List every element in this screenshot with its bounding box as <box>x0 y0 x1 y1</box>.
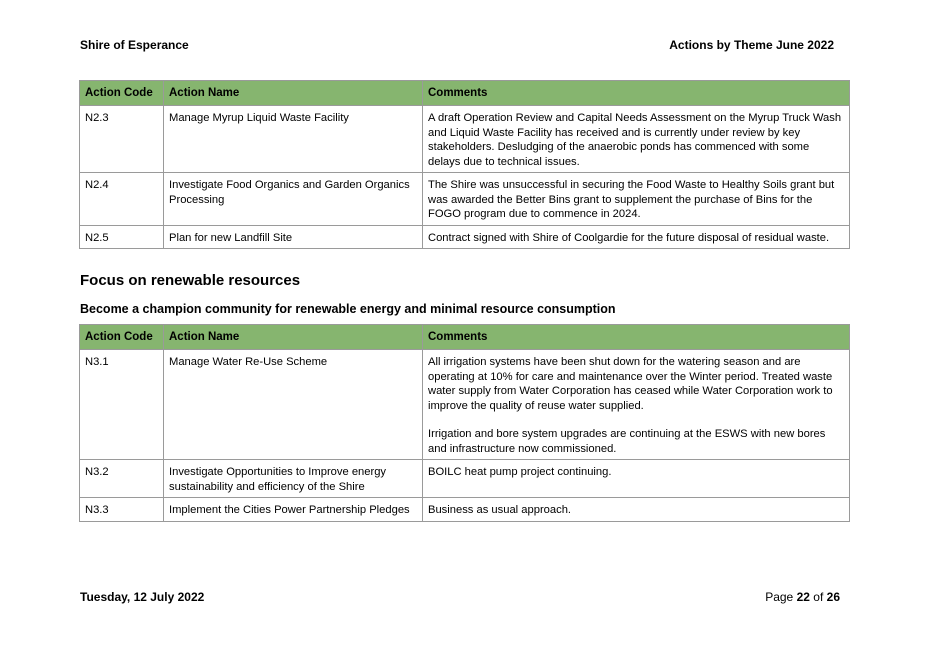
action-code: N2.3 <box>79 105 164 173</box>
comment-paragraph: The Shire was unsuccessful in securing t… <box>428 179 835 220</box>
column-header-name: Action Name <box>163 324 423 350</box>
action-name: Implement the Cities Power Partnership P… <box>163 497 423 522</box>
page-word: Page <box>765 590 794 604</box>
comment-paragraph: A draft Operation Review and Capital Nee… <box>428 112 842 168</box>
actions-table-waste: Action Code Action Name Comments N2.3 Ma… <box>79 80 850 249</box>
column-header-name: Action Name <box>163 80 423 106</box>
comment-paragraph: Irrigation and bore system upgrades are … <box>428 428 826 455</box>
column-header-code: Action Code <box>79 324 164 350</box>
table-row: N3.3 Implement the Cities Power Partners… <box>79 497 850 522</box>
action-comments: Business as usual approach. <box>422 497 850 522</box>
column-header-comments: Comments <box>422 324 850 350</box>
page-total: 26 <box>826 590 840 604</box>
action-code: N3.2 <box>79 459 164 498</box>
action-code: N2.4 <box>79 172 164 226</box>
table-row: N2.4 Investigate Food Organics and Garde… <box>79 172 850 226</box>
footer-date: Tuesday, 12 July 2022 <box>80 590 205 604</box>
table-row: N2.5 Plan for new Landfill Site Contract… <box>79 224 850 249</box>
footer-page-number: Page 22 of 26 <box>765 590 840 604</box>
action-code: N3.3 <box>79 497 164 522</box>
action-comments: Contract signed with Shire of Coolgardie… <box>422 224 850 249</box>
action-name: Manage Water Re-Use Scheme <box>163 349 423 460</box>
action-name: Plan for new Landfill Site <box>163 224 423 249</box>
action-comments: BOILC heat pump project continuing. <box>422 459 850 498</box>
section-title: Focus on renewable resources <box>80 272 301 289</box>
header-org-name: Shire of Esperance <box>80 38 189 52</box>
header-report-title: Actions by Theme June 2022 <box>669 38 834 52</box>
action-name: Investigate Opportunities to Improve ene… <box>163 459 423 498</box>
page-current: 22 <box>796 590 810 604</box>
column-header-comments: Comments <box>422 80 850 106</box>
action-code: N3.1 <box>79 349 164 460</box>
comment-paragraph: All irrigation systems have been shut do… <box>428 356 833 412</box>
action-comments: A draft Operation Review and Capital Nee… <box>422 105 850 173</box>
section-subtitle: Become a champion community for renewabl… <box>80 302 616 316</box>
comment-paragraph: BOILC heat pump project continuing. <box>428 466 612 478</box>
comment-paragraph: Business as usual approach. <box>428 504 572 516</box>
column-header-code: Action Code <box>79 80 164 106</box>
action-name: Manage Myrup Liquid Waste Facility <box>163 105 423 173</box>
action-comments: The Shire was unsuccessful in securing t… <box>422 172 850 226</box>
action-code: N2.5 <box>79 224 164 249</box>
actions-table-renewable: Action Code Action Name Comments N3.1 Ma… <box>79 324 850 522</box>
paragraph-spacer <box>428 413 843 427</box>
table-row: N3.1 Manage Water Re-Use Scheme All irri… <box>79 349 850 460</box>
table-row: N2.3 Manage Myrup Liquid Waste Facility … <box>79 105 850 173</box>
table-row: N3.2 Investigate Opportunities to Improv… <box>79 459 850 498</box>
action-comments: All irrigation systems have been shut do… <box>422 349 850 460</box>
table-header-row: Action Code Action Name Comments <box>79 324 850 350</box>
page-of: of <box>813 590 824 604</box>
comment-paragraph: Contract signed with Shire of Coolgardie… <box>428 231 830 244</box>
table-header-row: Action Code Action Name Comments <box>79 80 850 106</box>
action-name: Investigate Food Organics and Garden Org… <box>163 172 423 226</box>
